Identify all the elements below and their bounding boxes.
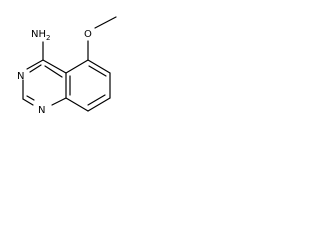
bond-c4a-c4 xyxy=(42,59,67,74)
bond-c5-c6 xyxy=(87,59,111,74)
bonds xyxy=(22,16,117,112)
atom-label-n3: N xyxy=(17,71,24,82)
bond-c7-c8-double xyxy=(87,94,106,106)
bond-c4a-c5 xyxy=(65,59,89,74)
quinazoline-structure: N N NH2 O xyxy=(17,16,117,116)
bond-c2-n1 xyxy=(22,98,34,106)
atom-labels: N N NH2 O xyxy=(17,29,92,116)
bond-c5-c6-double xyxy=(88,65,107,77)
bond-n1-c8a xyxy=(51,97,67,106)
bond-c8-c8a xyxy=(65,97,89,112)
atom-label-amino: NH2 xyxy=(31,29,50,42)
bond-c2-n1-double xyxy=(26,95,35,101)
atom-label-methoxy-oxygen: O xyxy=(84,29,92,40)
bond-c4a-c4-double xyxy=(44,65,63,78)
bond-c4-n3 xyxy=(26,59,44,70)
bond-c7-c8 xyxy=(87,97,111,112)
bond-o-methyl xyxy=(94,16,117,29)
atom-label-n1: N xyxy=(38,105,45,116)
bond-c4-n3-double xyxy=(29,64,42,73)
